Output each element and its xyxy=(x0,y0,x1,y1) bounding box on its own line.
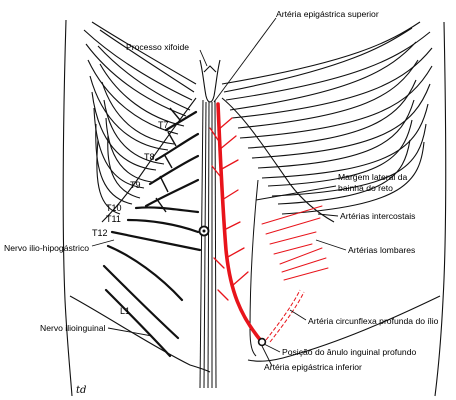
lumbar-arteries xyxy=(279,247,329,281)
label-deep-circumflex-iliac-artery: Artéria circunflexa profunda do ílio xyxy=(308,316,439,326)
nerve-branches xyxy=(155,107,181,213)
segment-label-t7: T7 xyxy=(158,120,169,130)
thoracoabdominal-nerves xyxy=(102,110,202,358)
label-deep-inguinal-ring: Posição do ânulo inguinal profundo xyxy=(282,347,416,357)
label-inferior-epigastric-artery: Artéria epigástrica inferior xyxy=(264,362,362,372)
leader-lines xyxy=(91,17,347,367)
segment-label-l1: L1 xyxy=(120,306,130,316)
body-outline xyxy=(62,19,447,397)
rectus-sheath-lateral-margin xyxy=(249,179,259,357)
segment-label-t8: T8 xyxy=(144,152,155,162)
label-xiphoid-process: Processo xifoide xyxy=(126,42,189,52)
artist-signature: td xyxy=(76,385,86,396)
label-superior-epigastric-artery: Artéria epigástrica superior xyxy=(276,9,379,19)
linea-alba xyxy=(199,99,217,389)
xiphoid-process xyxy=(199,59,221,103)
label-intercostal-arteries: Artérias intercostais xyxy=(340,211,415,221)
segment-label-t12: T12 xyxy=(92,228,108,238)
label-iliohypogastric-nerve: Nervo ilio-hipogástrico xyxy=(4,243,89,253)
segment-label-t10: T10 xyxy=(106,203,122,213)
left-rib-cage xyxy=(83,21,197,223)
label-lateral-margin-line1: Margem lateral da xyxy=(338,172,407,182)
right-rib-cage xyxy=(221,21,433,223)
label-ilioinguinal-nerve: Nervo ilioinguinal xyxy=(40,323,106,333)
umbilicus-center xyxy=(202,229,206,233)
intercostal-arteries xyxy=(261,205,323,255)
label-lumbar-arteries: Artérias lombares xyxy=(348,245,415,255)
deep-inguinal-ring xyxy=(257,337,267,347)
label-lateral-margin-line2: bainha do reto xyxy=(338,183,393,193)
segment-label-t9: T9 xyxy=(130,180,141,190)
epigastric-arteries xyxy=(209,102,264,344)
deep-circumflex-iliac-artery xyxy=(265,289,305,343)
segment-label-t11: T11 xyxy=(106,214,121,224)
